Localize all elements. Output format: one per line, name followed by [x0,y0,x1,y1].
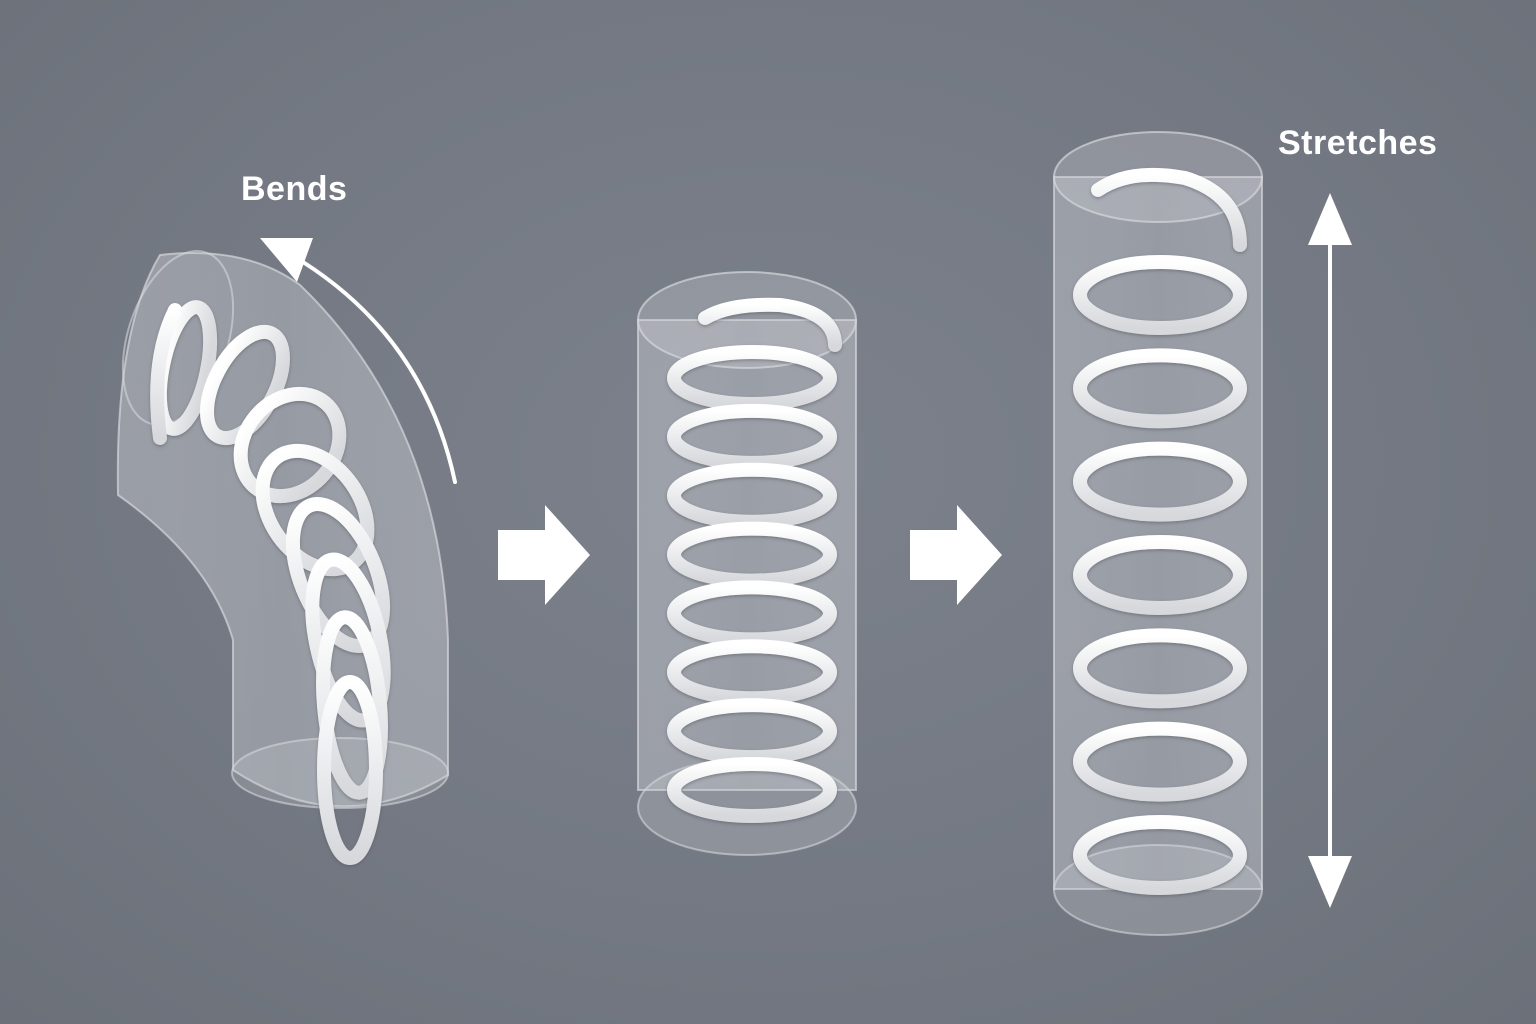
coil-loop [1073,441,1247,522]
straight-spring [637,271,857,856]
right-arrow-icon [498,505,590,605]
double-headed-arrow-icon [1308,193,1352,908]
coil-end [150,303,182,445]
straight-coils [667,297,842,823]
straight-tube-top [637,271,857,369]
coil-loop [1073,815,1247,895]
coil-loop [1073,628,1247,709]
coil-loop [1073,535,1247,615]
curved-arrow-icon [260,238,457,484]
bent-coils [150,300,391,865]
coil-loop [1073,721,1247,802]
stretches-label: Stretches [1278,124,1438,162]
right-arrow-icon [910,505,1002,605]
coil-loop [1073,255,1247,335]
stretched-coils [1073,167,1247,895]
coil-loop [317,675,383,865]
stretched-spring [1053,131,1263,936]
coil-loop [1073,348,1247,429]
coil-end [1091,167,1247,252]
coil-end [698,297,842,352]
bent-spring [116,250,449,865]
coil-loop [233,386,347,504]
bends-label: Bends [241,170,348,208]
coil-loop [316,610,388,800]
coil-loop [667,757,837,823]
